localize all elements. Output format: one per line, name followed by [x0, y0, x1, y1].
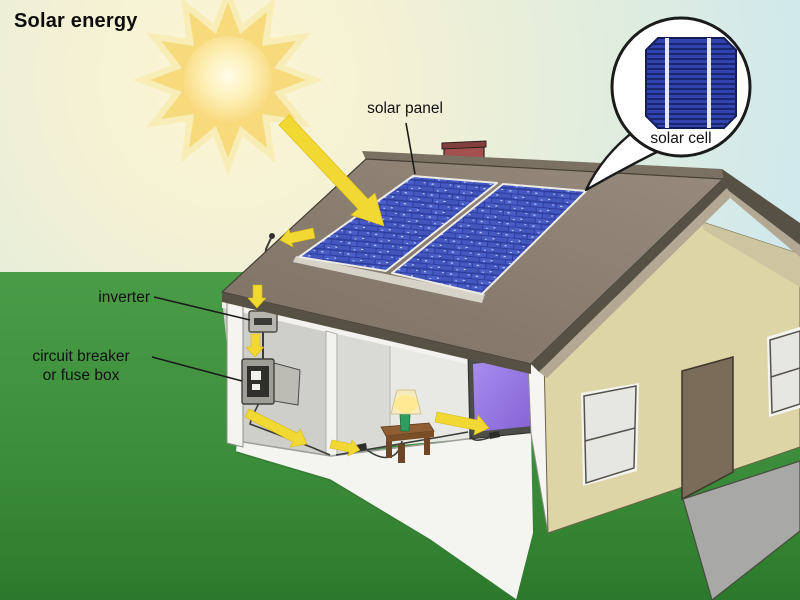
wall-outlet	[489, 431, 500, 439]
interior-wall-middle	[337, 334, 390, 457]
circuit-breaker-label-line1: circuit breaker	[32, 348, 130, 365]
solar-cell-bubble	[584, 16, 752, 192]
lamp-glow	[394, 395, 418, 413]
leader-lines	[151, 122, 416, 382]
sun-disc	[184, 36, 272, 124]
inverter-label: inverter	[98, 289, 150, 306]
window	[581, 383, 639, 486]
inverter-leader	[153, 296, 251, 321]
floor-flow-arrow	[329, 439, 361, 457]
house-front-wall	[543, 221, 800, 534]
breaker-door	[273, 362, 301, 406]
lamp-base	[399, 413, 411, 432]
sun-icon	[132, 0, 324, 176]
circuit-breaker-label-line2: or fuse box	[42, 367, 120, 384]
breaker-leader	[151, 356, 243, 382]
table-edge	[386, 431, 434, 442]
down-arrow	[247, 284, 267, 309]
solar-cell-stripes	[646, 38, 736, 128]
interior-floor	[236, 431, 533, 600]
down-arrow	[245, 333, 265, 358]
roof-right-soffit	[725, 188, 800, 257]
tv-screen	[473, 357, 532, 432]
roof-eave-fascia	[222, 292, 531, 374]
roof-gable-soffit	[539, 188, 732, 378]
floor-grass-edge	[235, 451, 517, 600]
eave-shadow	[702, 222, 800, 287]
tv-flow-arrow	[434, 411, 490, 436]
walkway-path	[682, 460, 800, 600]
front-door	[681, 356, 734, 501]
partition-wall-edge	[325, 330, 338, 458]
lamp	[390, 389, 422, 432]
solar-panel-left	[298, 175, 498, 272]
baseboard	[236, 430, 532, 457]
floor-flow-arrow	[244, 408, 308, 448]
sunlight-arrow	[278, 114, 385, 227]
roof-right-fascia	[722, 169, 800, 245]
panel-mount-rail	[293, 256, 485, 303]
solar-panel-label: solar panel	[367, 100, 443, 117]
roof-gable-fascia	[531, 179, 727, 372]
solar-cell-label: solar cell	[650, 130, 712, 147]
solar-panel-right	[391, 183, 587, 295]
window	[767, 327, 800, 417]
circuit-breaker-box	[241, 358, 301, 406]
solar-panel-array	[293, 175, 587, 303]
wire-junction	[269, 233, 275, 239]
circuit-breaker-label: circuit breaker or fuse box	[10, 347, 152, 385]
panel-to-wire-arrow	[279, 227, 316, 248]
page-title: Solar energy	[14, 10, 138, 32]
energy-flow-arrows	[244, 114, 490, 457]
inverter-box	[248, 310, 278, 333]
solar-panel-leader	[405, 122, 416, 175]
